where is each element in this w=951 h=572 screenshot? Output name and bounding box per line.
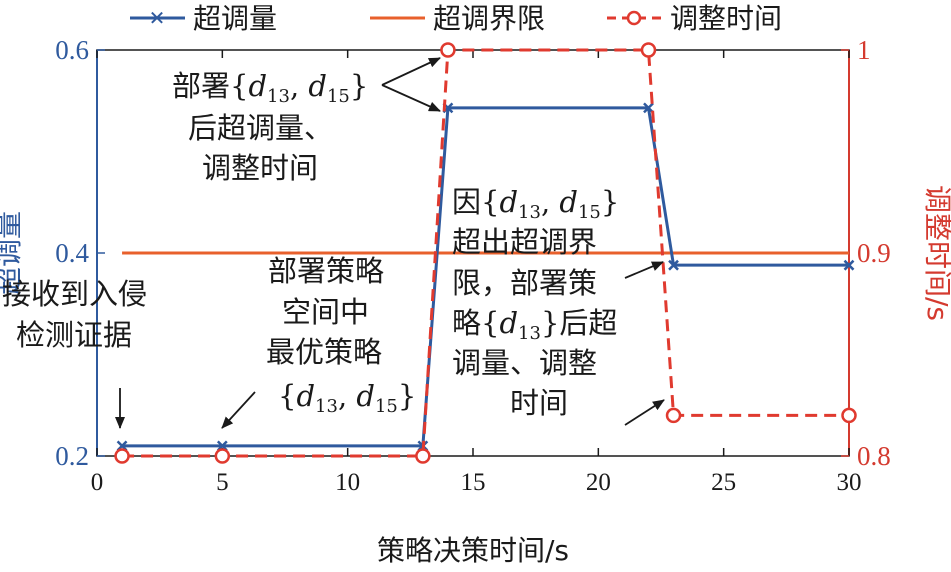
x-tick-label: 5 [216,469,229,496]
legend: ✕ 超调量 超调界限 调整时间 [130,2,782,35]
annotation-receive-evidence: 接收到入侵 检测证据 [2,277,147,352]
annotation-exceed-limit: 因{d13, d15} 超出超调界 限，部署策 略{d13}后超 调量、调整 时… [452,185,619,420]
y-left-axis-label: 超调量 [0,211,25,295]
svg-text:部署策略: 部署策略 [268,254,384,288]
svg-text:检测证据: 检测证据 [16,318,132,352]
x-tick-label: 30 [837,469,862,496]
data-point-settling-time [214,448,231,464]
y-right-tick-label: 0.9 [857,238,891,268]
data-point-overshoot [668,259,679,271]
data-point-settling-time [665,407,682,424]
data-point-settling-time [841,407,857,424]
svg-text:时间: 时间 [510,386,568,420]
ticks: 0 5 10 15 20 25 30 0.2 0.4 0.6 0.8 0.9 1 [55,35,891,496]
annotation-optimal-policy: 部署策略 空间中 最优策略 {d13, d15} [266,254,416,417]
y-right-tick-label: 1 [857,35,871,65]
data-point-settling-time [415,448,431,464]
svg-text:后超调量、: 后超调量、 [188,111,333,145]
data-point-overshoot [843,259,855,271]
svg-text:接收到入侵: 接收到入侵 [2,277,147,311]
svg-text:空间中: 空间中 [282,295,369,329]
x-tick-label: 20 [586,469,611,496]
annotation-arrows [115,57,665,429]
arrow-to-settling-peak [381,57,441,86]
data-point-settling-time [114,448,130,464]
legend-label-settling: 调整时间 [670,2,782,35]
y-right-tick-label: 0.8 [857,441,891,471]
x-tick-label: 0 [91,469,104,496]
y-left-tick-label: 0.2 [55,441,89,471]
svg-text:最优策略: 最优策略 [266,335,382,369]
svg-text:限，部署策: 限，部署策 [452,266,597,300]
data-point-settling-time [440,42,456,58]
svg-text:{d13, d15}: {d13, d15} [278,379,416,417]
legend-label-overshoot: 超调量 [193,2,277,35]
data-point-overshoot [216,440,228,452]
legend-marker-o [626,10,642,26]
arrow-to-overshoot-peak [381,84,441,112]
x-axis-label: 策略决策时间/s [377,534,569,567]
arrow-to-settling-drop [624,399,665,426]
svg-text:调整时间: 调整时间 [202,151,318,185]
x-tick-label: 25 [711,469,736,496]
arrow-to-optimal-policy [221,391,256,429]
arrow-to-overshoot-drop [624,261,664,279]
y-left-tick-label: 0.4 [55,238,89,268]
x-tick-label: 15 [461,469,486,496]
svg-text:略{d13}后超: 略{d13}后超 [452,306,617,344]
series [114,42,857,464]
legend-label-limit: 超调界限 [433,2,545,35]
svg-text:因{d13, d15}: 因{d13, d15} [452,185,619,223]
data-point-settling-time [640,42,657,58]
x-tick-label: 10 [335,469,360,496]
y-left-tick-label: 0.6 [55,35,89,65]
legend-marker-x: ✕ [149,6,166,30]
y-right-axis-label: 调整时间/s [921,185,951,321]
annotation-deploy-result: 部署{d13, d15} 后超调量、 调整时间 [172,69,368,185]
svg-text:部署{d13, d15}: 部署{d13, d15} [172,69,368,107]
data-point-overshoot [116,440,128,452]
svg-text:超出超调界: 超出超调界 [452,225,597,259]
svg-text:调量、调整: 调量、调整 [452,346,597,380]
